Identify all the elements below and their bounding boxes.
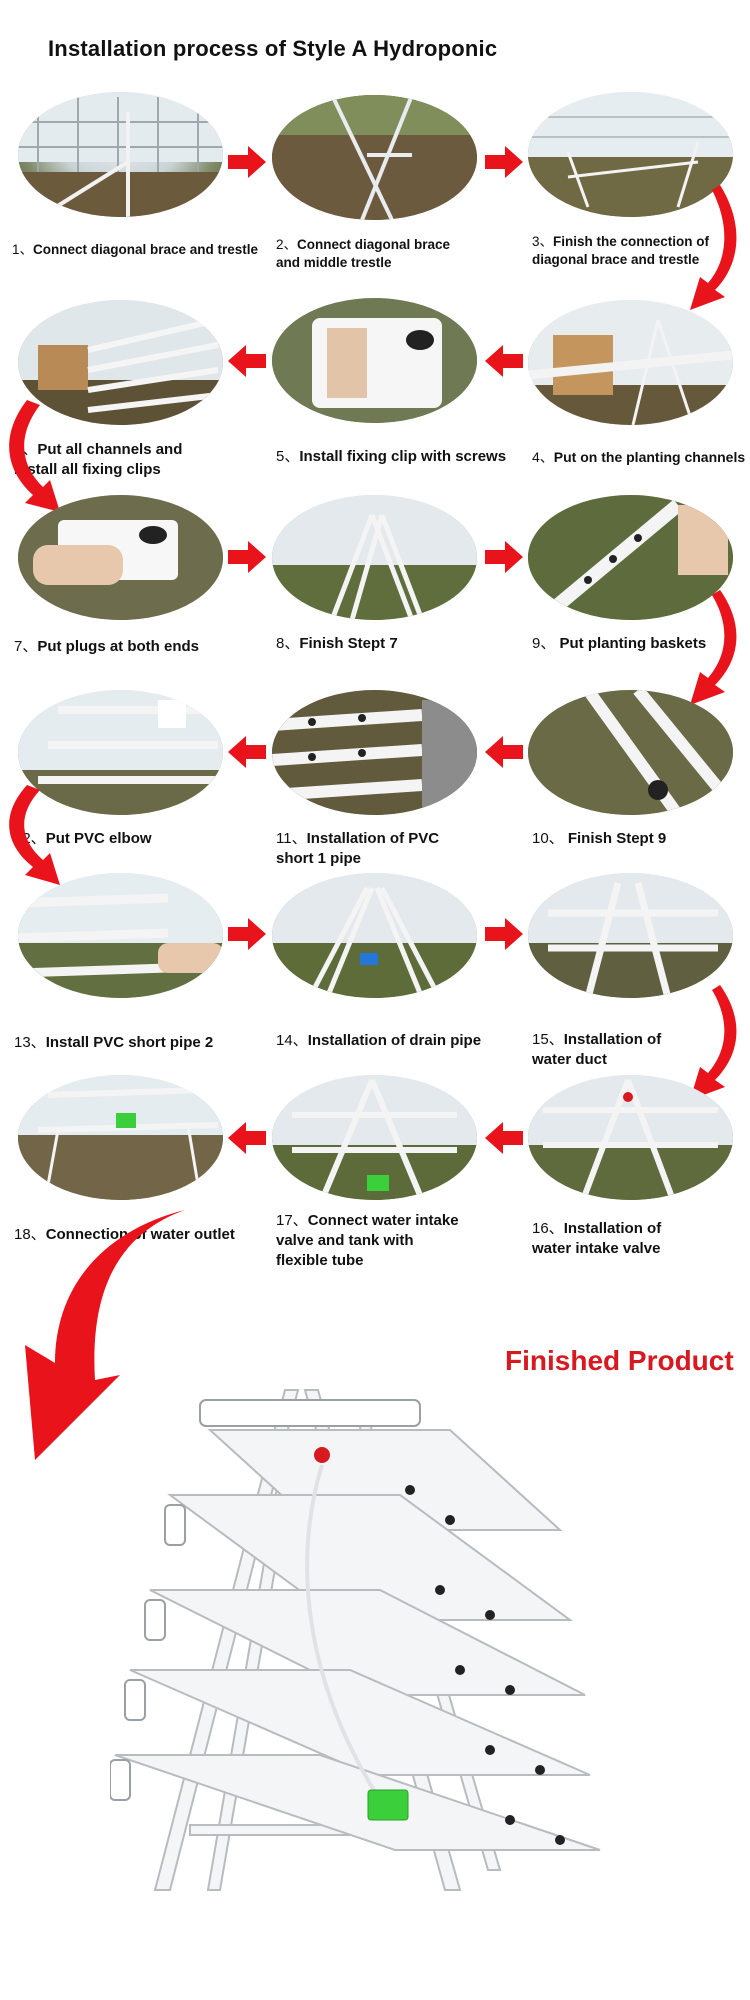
step-17-caption: 17、Connect water intake valve and tank w…: [276, 1212, 459, 1269]
finished-product-label: Finished Product: [505, 1345, 734, 1376]
arrow-right-2: [485, 146, 523, 178]
arrow-left-3: [228, 736, 266, 768]
step-17-photo: [272, 1075, 477, 1200]
step-11-caption: 11、Installation of PVC short 1 pipe: [276, 830, 440, 867]
step-4-caption: 4、Put on the planting channels: [532, 449, 746, 465]
arrow-right-5: [228, 918, 266, 950]
arrow-left-4: [485, 736, 523, 768]
step-5-caption: 5、Install fixing clip with screws: [276, 448, 507, 465]
step-2-caption: 2、Connect diagonal brace and middle tres…: [276, 237, 451, 270]
step-7-caption: 7、Put plugs at both ends: [14, 638, 200, 655]
step-5-photo: [272, 298, 477, 423]
step-3-photo: [528, 92, 733, 217]
step-10-photo: [528, 690, 733, 815]
curved-arrow-down-right-1: [690, 185, 737, 310]
step-18-caption: 18、Connection of water outlet: [14, 1226, 235, 1243]
step-13-caption: 13、Install PVC short pipe 2: [14, 1034, 214, 1051]
step-16-photo: [528, 1075, 733, 1200]
step-6-caption: 6、Put all channels and install all fixin…: [14, 441, 183, 478]
step-15-photo: [528, 873, 733, 998]
big-curved-arrow: [25, 1210, 185, 1460]
arrow-right-4: [485, 541, 523, 573]
step-7-photo: [18, 495, 223, 620]
finished-product-image: [110, 1389, 601, 1891]
arrow-right-1: [228, 146, 266, 178]
step-18-photo: [18, 1075, 223, 1200]
step-3-caption: 3、Finish the connection of diagonal brac…: [532, 234, 710, 267]
step-6-photo: [18, 300, 223, 425]
curved-arrow-down-left-2: [9, 785, 60, 885]
step-2-photo: [272, 95, 477, 220]
step-10-caption: 10、 Finish Stept 9: [532, 830, 667, 847]
step-1-caption: 1、Connect diagonal brace and trestle: [12, 242, 259, 257]
curved-arrow-down-right-3: [690, 985, 737, 1100]
arrow-left-5: [228, 1122, 266, 1154]
step-13-photo: [18, 873, 223, 998]
step-4-photo: [528, 300, 733, 425]
step-14-caption: 14、Installation of drain pipe: [276, 1032, 482, 1049]
page-title: Installation process of Style A Hydropon…: [48, 36, 498, 61]
arrow-left-2: [485, 345, 523, 377]
arrow-right-3: [228, 541, 266, 573]
step-14-photo: [272, 873, 477, 998]
step-1-photo: [18, 92, 223, 217]
step-16-caption: 16、Installation of water intake valve: [532, 1220, 662, 1257]
step-9-photo: [528, 495, 733, 620]
step-8-photo: [272, 495, 477, 620]
step-11-photo: [272, 690, 477, 815]
step-8-caption: 8、Finish Stept 7: [276, 635, 398, 652]
step-9-caption: 9、 Put planting baskets: [532, 635, 707, 652]
step-12-photo: [18, 690, 223, 815]
curved-arrow-down-left-1: [9, 400, 60, 512]
arrow-left-1: [228, 345, 266, 377]
step-15-caption: 15、Installation of water duct: [532, 1031, 662, 1068]
curved-arrow-down-right-2: [690, 590, 737, 705]
arrow-left-6: [485, 1122, 523, 1154]
arrow-right-6: [485, 918, 523, 950]
